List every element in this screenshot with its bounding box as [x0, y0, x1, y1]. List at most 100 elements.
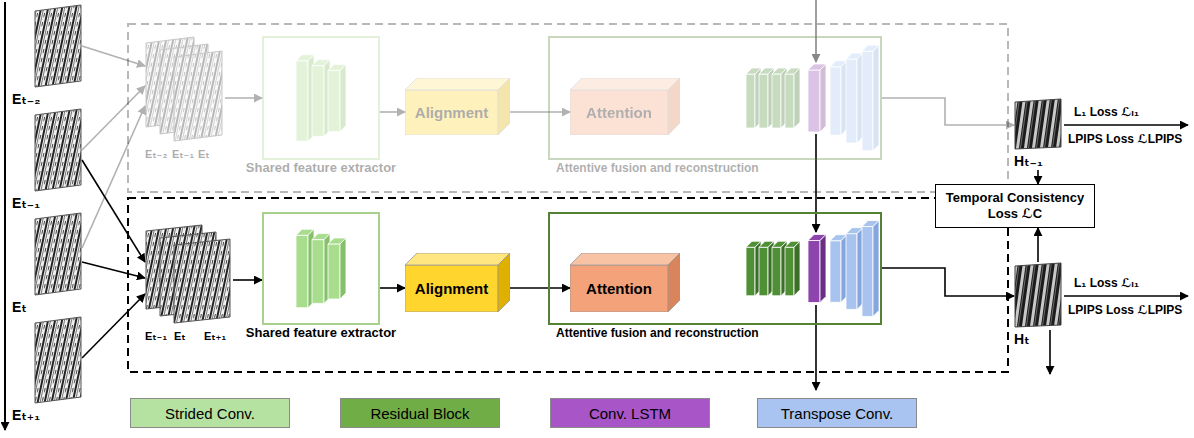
box3d-node: Alignment [405, 253, 510, 312]
frame-stack-art [145, 224, 233, 324]
connector [82, 46, 145, 66]
cube-face: Alignment [405, 90, 498, 135]
frame-stack-art [145, 36, 225, 142]
event-frame-art [34, 4, 82, 88]
slab-side [820, 235, 826, 303]
frame-label: Eₜ₋₂ [12, 90, 40, 108]
connector [82, 160, 145, 262]
event-frame-art [34, 212, 82, 296]
residual-block-slab [785, 68, 800, 128]
cube-face: Attention [570, 90, 668, 135]
slab-front [312, 66, 324, 137]
frame-label: Eₜ₋₁ [145, 328, 167, 344]
transpose-conv-slab [830, 235, 847, 303]
connector [82, 86, 145, 150]
plain-node: Temporal Consistency Loss ℒC [935, 184, 1095, 228]
slab-front [808, 70, 820, 132]
extract-node: Shared feature extractor [262, 36, 380, 160]
slab-front [830, 241, 841, 303]
box3d-node: Attention [570, 78, 680, 135]
connector [82, 262, 145, 278]
output-frame [1015, 263, 1061, 327]
residual-block-slab [785, 241, 800, 296]
slab-front [746, 247, 755, 296]
loss-arrow [1064, 295, 1188, 297]
connector [882, 268, 1014, 296]
connector [82, 106, 145, 248]
slab-front [328, 70, 340, 131]
slab-side [340, 238, 346, 299]
slab-front [785, 74, 794, 128]
strided-conv-slab [328, 64, 346, 131]
event-frame [35, 5, 81, 87]
slab-front [312, 240, 324, 304]
cube-top [570, 78, 680, 90]
cube-face: Attention [570, 265, 668, 312]
connector [225, 97, 262, 99]
state-arrow [815, 134, 817, 232]
cube-face: Alignment [405, 265, 498, 312]
connector [380, 111, 405, 113]
event-frame [35, 109, 81, 191]
cube-top [405, 253, 510, 265]
legend-label: Conv. LSTM [550, 398, 710, 428]
event-frame [35, 213, 81, 295]
frame-label: Eₜ₊₁ [12, 406, 40, 424]
strided-conv-slab [296, 229, 314, 307]
stack-node: Eₜ₋₂Eₜ₋₁Eₜ [145, 36, 225, 162]
slab-front [846, 59, 857, 143]
frame-label: Eₜ₋₂ [145, 146, 167, 162]
stack-node: Eₜ₋₁EₜEₜ₊₁ [145, 224, 233, 344]
state-arrow [815, 305, 817, 390]
frame-label: Eₜ [12, 298, 27, 316]
strided-conv-slab [328, 238, 346, 299]
connector [380, 287, 405, 289]
slab-side [340, 64, 346, 131]
slab-front [772, 247, 781, 296]
block-label: Attention [586, 104, 652, 121]
slab-front [862, 51, 873, 151]
slab-side [794, 68, 800, 128]
transpose-conv-slab [862, 45, 879, 151]
block-label: Attentive fusion and reconstruction [554, 325, 761, 341]
cube-side [498, 253, 510, 312]
conv-lstm-slab [808, 64, 826, 132]
slab-front [862, 227, 873, 317]
connector [510, 111, 570, 113]
block-label: Attentive fusion and reconstruction [554, 160, 761, 176]
frame-label: Hₜ₋₁ [1014, 152, 1043, 170]
output-frame [1015, 99, 1061, 149]
loss-label: L₁ Loss ℒₗ₁ [1074, 275, 1139, 291]
current-step-frame [128, 198, 1008, 372]
slab-side [873, 45, 879, 151]
legend-label: Transpose Conv. [757, 398, 917, 428]
frame-label: Eₜ₋₁ [12, 194, 40, 212]
transpose-conv-slab [862, 221, 879, 317]
transpose-conv-slab [846, 228, 863, 310]
slab-front [772, 74, 781, 128]
slab-front [759, 74, 768, 128]
block-label: Alignment [415, 104, 488, 121]
extract-node: Shared feature extractor [262, 212, 380, 325]
strided-conv-slab [296, 55, 314, 141]
event-frame [35, 317, 81, 403]
box3d-node: Attention [570, 253, 680, 312]
fusion-node: Attentive fusion and reconstructionAtten… [548, 212, 882, 325]
slab-front [785, 247, 794, 296]
cube-front [570, 265, 668, 312]
cube-side [668, 78, 680, 135]
slab-front [759, 247, 768, 296]
frame-node: Eₜ [12, 212, 82, 316]
slab-front [746, 74, 755, 128]
legend-label: Strided Conv. [130, 398, 290, 428]
conv-lstm-slab [808, 235, 826, 303]
block-label: Shared feature extractor [244, 160, 398, 176]
himg-node: Hₜ₋₁ [1014, 98, 1062, 170]
output-arrow [1049, 330, 1051, 374]
slab-front [830, 67, 841, 135]
frame-node: Eₜ₋₂ [12, 4, 82, 108]
connector [1037, 170, 1039, 184]
connector [82, 294, 145, 358]
loss-label: L₁ Loss ℒₗ₁ [1074, 104, 1139, 120]
